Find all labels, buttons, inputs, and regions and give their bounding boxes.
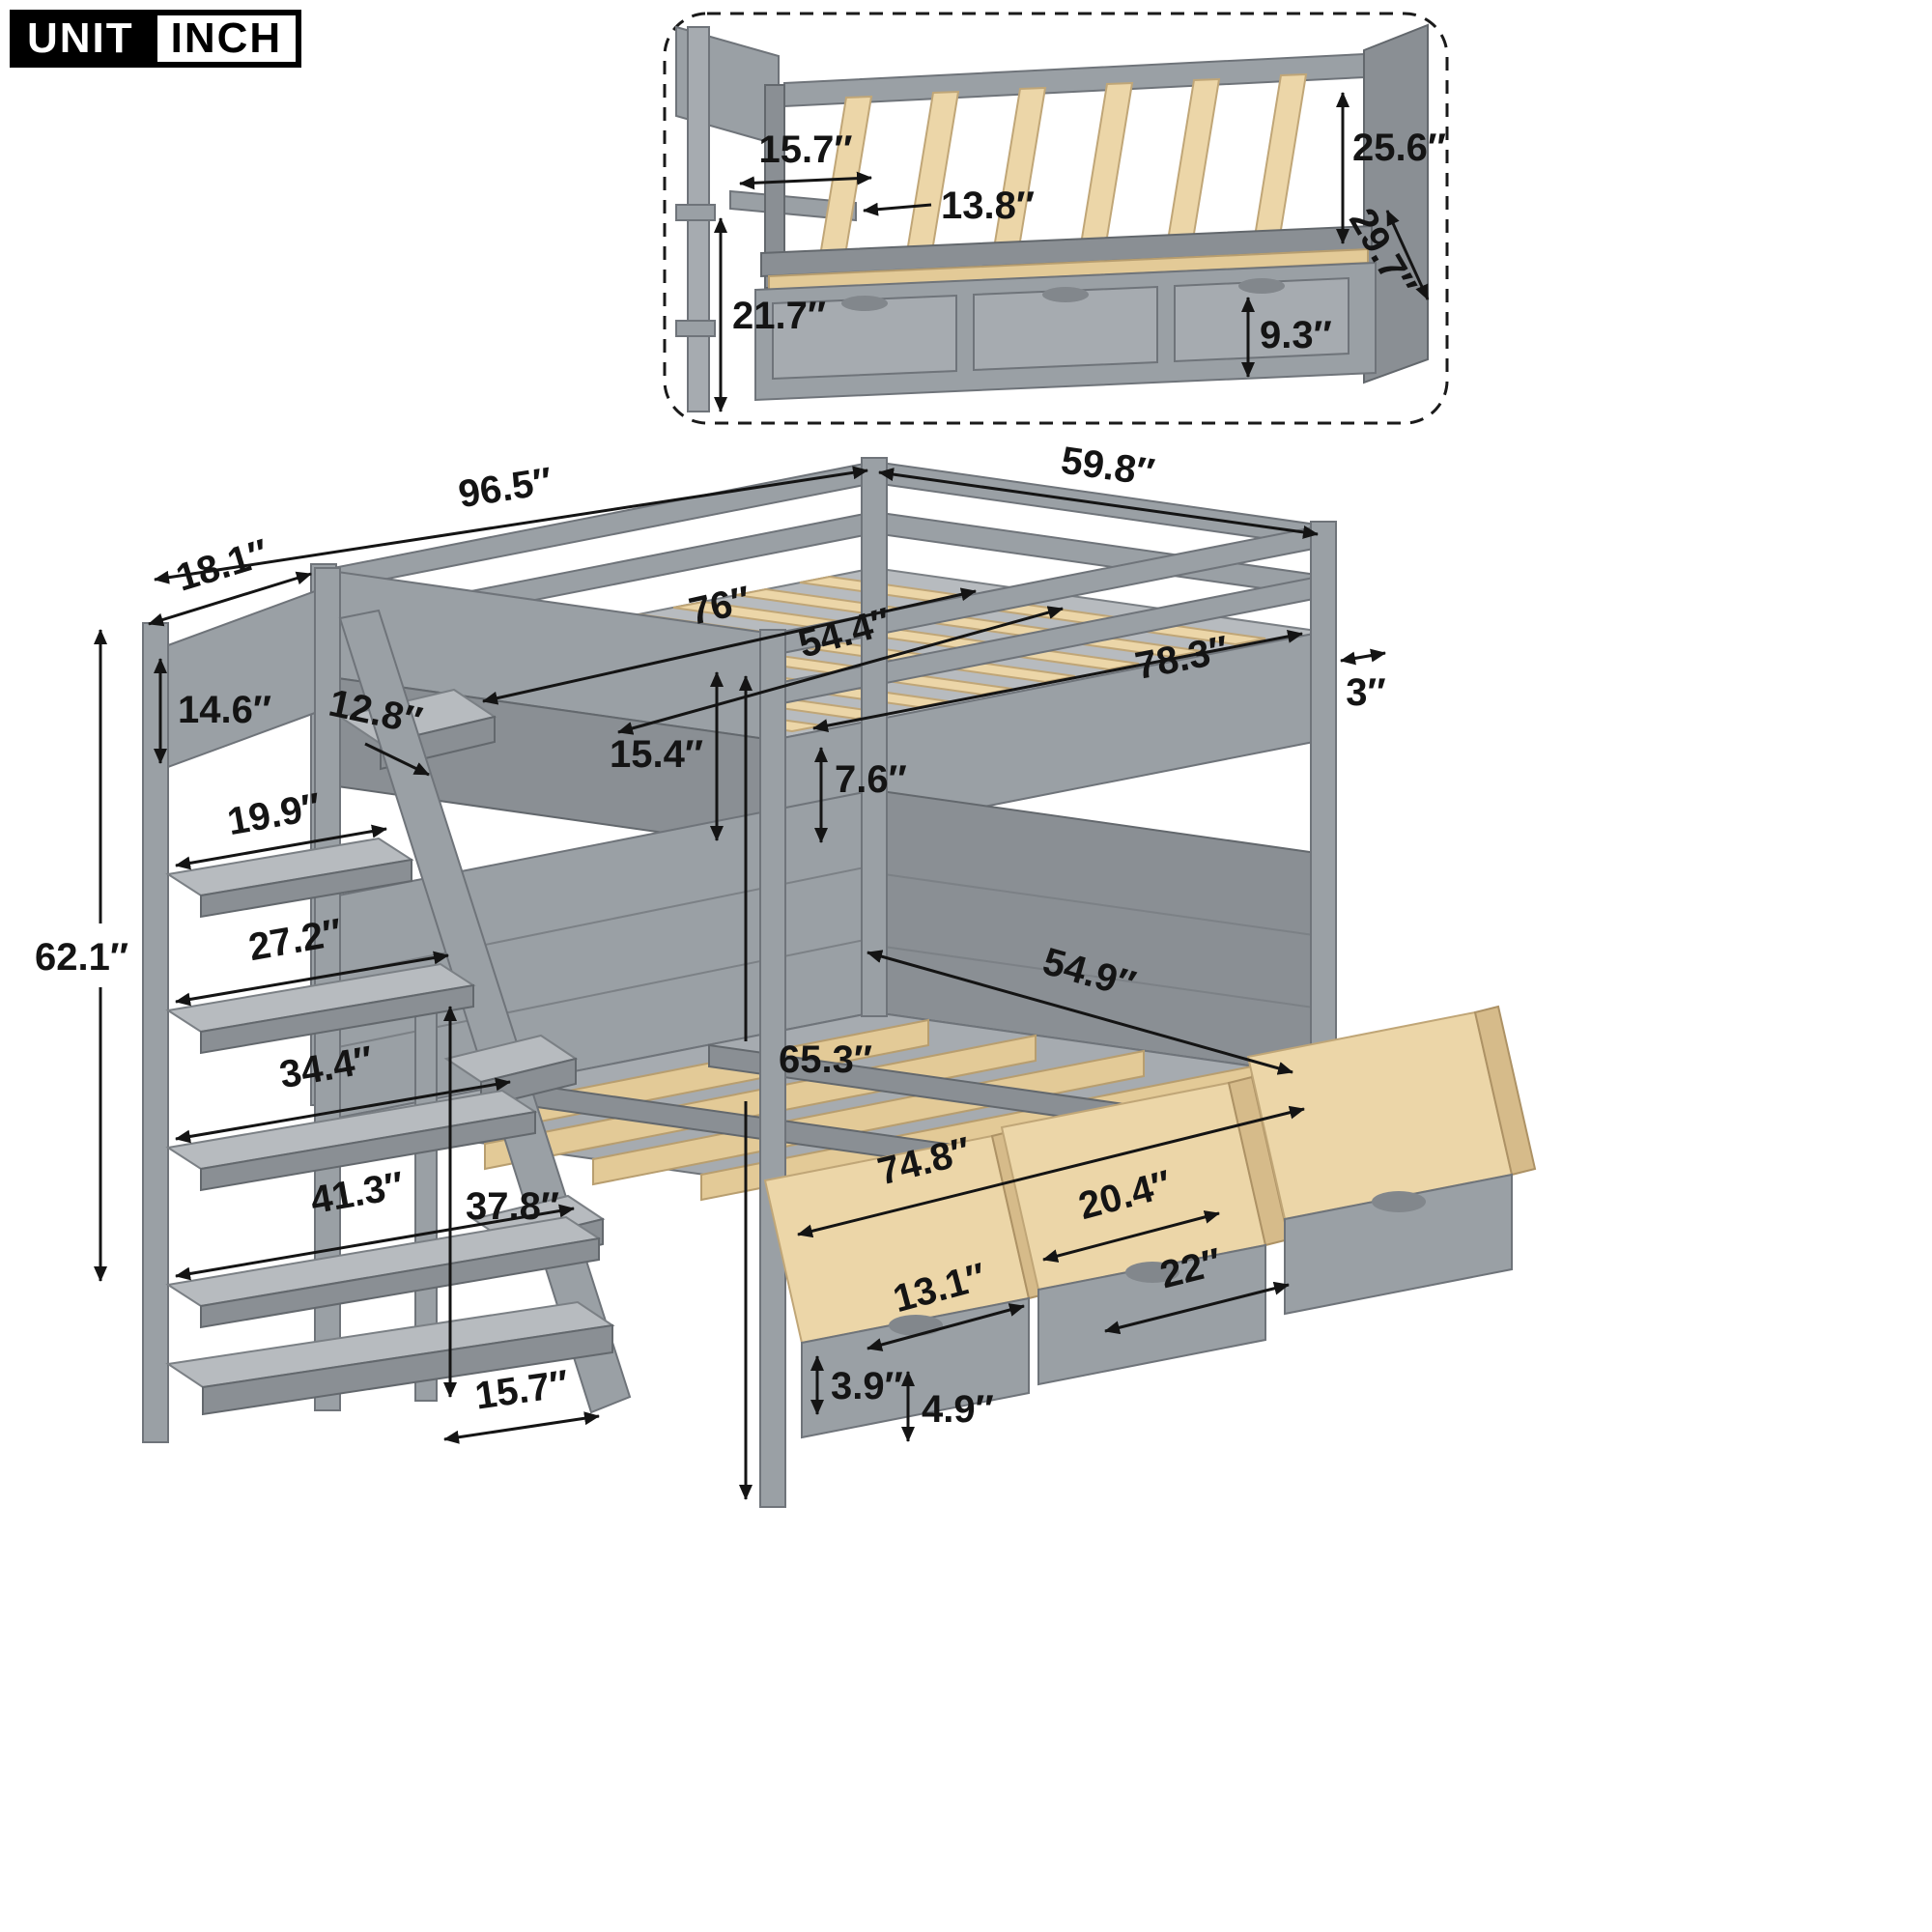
inset-drawer-front	[1174, 276, 1350, 363]
inset-drawer-front	[772, 294, 957, 381]
drawer-3-side	[1473, 1005, 1537, 1177]
dim-line	[1385, 210, 1430, 300]
dim-line	[1042, 1210, 1220, 1263]
dim-line	[364, 742, 430, 777]
dim-96-5: 96.5″	[456, 460, 555, 516]
inset-seat-rail	[760, 224, 1373, 278]
dim-65-3: 65.3″	[779, 1038, 872, 1081]
stair-shelf-front	[200, 858, 412, 919]
dim-line	[739, 171, 872, 190]
dim-line	[175, 951, 449, 1007]
dim-37-8: 37.8″	[466, 1185, 559, 1228]
dim-inset-9-3: 9.3″	[1260, 314, 1332, 356]
dim-line	[867, 1303, 1025, 1351]
dim-line	[867, 950, 1293, 1075]
inset-shelf-stub	[675, 204, 716, 221]
dim-3: 3″	[1346, 671, 1385, 714]
dim-4-9: 4.9″	[922, 1388, 994, 1431]
front-left-post	[759, 629, 786, 1508]
inset-side-shelf	[729, 189, 857, 222]
drawer-1-notch	[889, 1315, 943, 1336]
inset-drawer-notch	[1042, 287, 1089, 302]
dim-62-1: 62.1″	[35, 936, 128, 979]
dim-14-6: 14.6″	[178, 689, 271, 731]
back-right-post	[861, 457, 888, 1017]
panel-plank-line	[883, 873, 1315, 936]
inset-drawer-notch	[841, 296, 888, 311]
unit-label: UNIT	[10, 10, 152, 68]
inset-detail-view: 15.7″ 13.8″ 25.6″ 29.7″ 21.7″ 9.3″	[663, 12, 1449, 425]
dim-line	[443, 1411, 600, 1444]
unit-value: INCH	[151, 10, 302, 68]
drawer-3-notch	[1372, 1191, 1426, 1212]
dim-inset-15-7: 15.7″	[758, 128, 852, 171]
stair-top-panel	[167, 589, 316, 769]
dim-line	[863, 202, 932, 216]
dim-inset-13-8: 13.8″	[941, 185, 1035, 227]
stair-outer-post	[142, 622, 169, 1443]
dim-line	[148, 571, 312, 627]
dim-line	[878, 468, 1319, 539]
dim-inset-25-6: 25.6″	[1352, 127, 1446, 169]
dim-line	[1340, 648, 1386, 666]
dim-line	[1104, 1281, 1290, 1335]
inset-drawer-front	[973, 285, 1158, 372]
unit-badge: UNIT INCH	[10, 10, 302, 68]
dim-15-4: 15.4″	[610, 733, 703, 776]
dim-line	[797, 1105, 1305, 1238]
dim-line	[154, 466, 868, 584]
drawer-2-notch	[1125, 1262, 1179, 1283]
dim-59-8: 59.8″	[1059, 440, 1157, 495]
dim-inset-21-7: 21.7″	[732, 295, 826, 337]
dim-line	[175, 824, 387, 870]
inset-shelf-stub	[675, 320, 716, 337]
dim-line	[812, 629, 1303, 733]
dim-7-6: 7.6″	[835, 758, 907, 801]
dim-19-9: 19.9″	[224, 785, 324, 843]
inset-drawer-notch	[1238, 278, 1285, 294]
dim-line	[175, 1204, 575, 1281]
stair-bottom-front	[202, 1323, 613, 1416]
dim-3-9: 3.9″	[831, 1365, 903, 1407]
